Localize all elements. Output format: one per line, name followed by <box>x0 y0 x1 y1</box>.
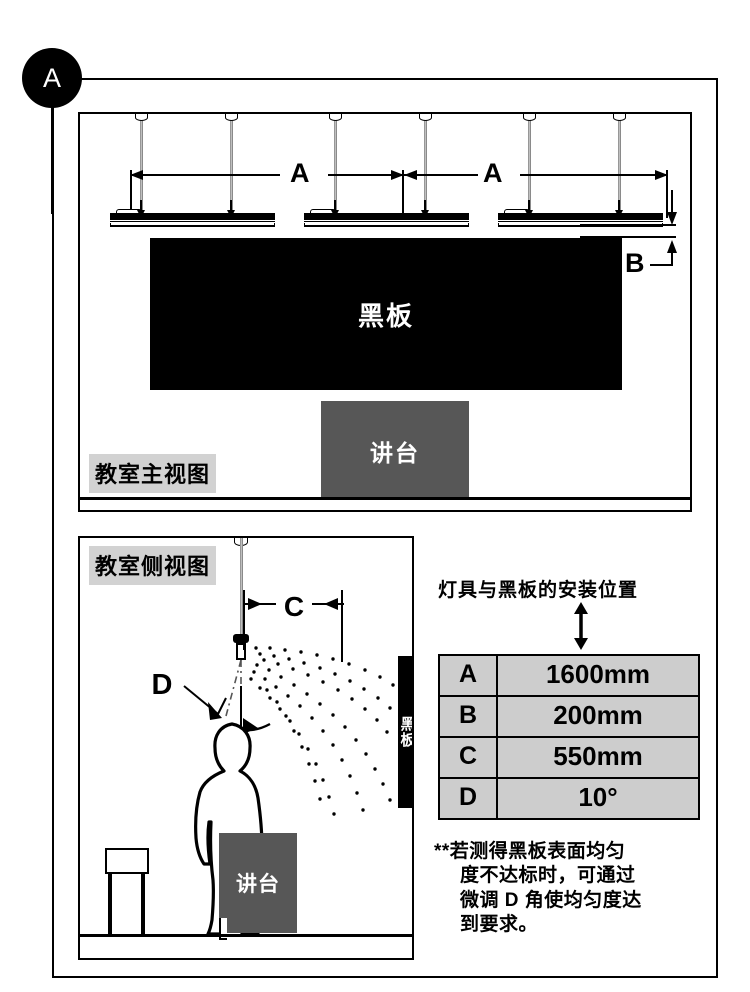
blackboard-side-label: 黑板 <box>398 716 414 748</box>
callout-badge-a: A <box>22 48 82 108</box>
dimension-extension-line <box>671 190 673 220</box>
fixture-hanger <box>615 200 623 218</box>
wire-ceiling-cap-icon <box>523 114 536 121</box>
student-desk <box>105 848 149 936</box>
fixture-middle <box>304 219 469 222</box>
footnote-line-1: **若测得黑板表面均匀 <box>434 841 626 862</box>
dimension-extension-line <box>130 170 132 218</box>
floor-line-front <box>80 497 690 500</box>
suspension-wire <box>528 114 531 218</box>
podium-front: 讲台 <box>321 401 469 500</box>
dimension-line-a2b <box>520 174 668 176</box>
dimension-b-lower-leader <box>580 236 676 238</box>
blackboard-front: 黑板 <box>150 238 622 390</box>
dimension-line-a2 <box>404 174 488 176</box>
side-view-tag: 教室侧视图 <box>89 546 217 585</box>
fixture-hanger <box>421 200 429 218</box>
footnote-note: **若测得黑板表面均匀 度不达标时，可通过 微调 D 角使均匀度达 到要求。 <box>434 840 706 937</box>
fixture-hanger <box>525 200 533 218</box>
suspension-wire <box>230 114 233 218</box>
dimension-label-b: B <box>620 250 650 277</box>
dimension-extension-line <box>666 170 668 218</box>
front-view-tag: 教室主视图 <box>89 454 217 493</box>
light-ray-pattern <box>249 646 395 816</box>
podium-front-label: 讲台 <box>370 439 420 466</box>
spec-value: 1600mm <box>496 654 700 697</box>
podium-side: 讲台 <box>219 833 297 933</box>
fixture-body <box>236 643 246 660</box>
podium-side-label: 讲台 <box>236 873 280 896</box>
blackboard-side: 黑板 <box>398 656 414 808</box>
suspension-wire <box>140 114 143 218</box>
light-fixture-side <box>233 634 249 660</box>
front-view-panel: A A <box>78 112 692 512</box>
table-row: B 200mm <box>438 695 700 738</box>
fixture-top <box>498 213 663 219</box>
wire-ceiling-cap-icon <box>135 114 148 121</box>
fixture-hanger <box>137 200 145 218</box>
footnote-line-4: 到要求。 <box>460 913 539 935</box>
spec-value: 200mm <box>496 695 700 738</box>
dimension-b-tick <box>650 264 673 266</box>
dimension-arrow-right <box>391 170 404 180</box>
spec-value: 10° <box>496 777 700 820</box>
callout-badge-label: A <box>42 62 61 93</box>
svg-text:C: C <box>284 591 304 622</box>
side-view-panel: C D 黑板 <box>78 536 414 960</box>
blackboard-front-label: 黑板 <box>357 300 414 331</box>
callout-leader-line <box>51 104 54 214</box>
fixture-bottom <box>304 223 469 227</box>
spec-table-body: A 1600mm B 200mm C 550mm D 10° <box>438 654 700 820</box>
spec-table-title: 灯具与黑板的安装位置 <box>438 580 639 601</box>
suspension-wire-side <box>240 538 243 636</box>
dimension-arrow-right <box>655 170 668 180</box>
table-row: C 550mm <box>438 736 700 779</box>
dimension-label-a2: A <box>478 160 508 187</box>
table-row: D 10° <box>438 777 700 820</box>
dimension-c-group: C <box>243 590 344 662</box>
dimension-label-a1: A <box>285 160 315 187</box>
dimension-extension-line <box>402 170 404 218</box>
podium-step <box>219 918 227 940</box>
table-row: A 1600mm <box>438 654 700 697</box>
desk-top <box>105 848 149 874</box>
svg-text:D: D <box>152 669 173 701</box>
dimension-arrow-left <box>130 170 143 180</box>
dimension-b-upper-leader <box>580 224 676 226</box>
desk-leg <box>108 874 112 936</box>
wire-ceiling-cap-icon <box>225 114 238 121</box>
dimension-line-a1b <box>328 174 404 176</box>
spec-key: B <box>438 695 498 738</box>
fixture-hanger <box>227 200 235 218</box>
light-fixture <box>110 209 275 227</box>
double-arrow-icon <box>574 602 588 650</box>
dimension-extension-line <box>671 250 673 266</box>
suspension-wire <box>334 114 337 218</box>
footnote-line-2: 度不达标时，可通过 <box>460 865 636 887</box>
fixture-top <box>110 213 275 219</box>
dimension-line-a1 <box>130 174 280 176</box>
spec-key: C <box>438 736 498 779</box>
suspension-wire <box>424 114 427 218</box>
wire-ceiling-cap-icon <box>329 114 342 121</box>
dimension-arrow-up <box>667 240 677 253</box>
dimension-arrow-down <box>667 212 677 225</box>
wire-ceiling-cap-icon <box>419 114 432 121</box>
fixture-middle <box>498 219 663 222</box>
floor-line-side <box>80 934 412 937</box>
footnote-line-3: 微调 D 角使均匀度达 <box>460 889 642 911</box>
suspension-wire <box>618 114 621 218</box>
desk-leg <box>141 874 145 936</box>
spec-value: 550mm <box>496 736 700 779</box>
fixture-middle <box>110 219 275 222</box>
fixture-hanger <box>331 200 339 218</box>
wire-ceiling-cap-icon <box>613 114 626 121</box>
spec-table: A 1600mm B 200mm C 550mm D 10° <box>438 654 700 820</box>
fixture-bottom <box>110 223 275 227</box>
fixture-top <box>304 213 469 219</box>
light-fixture <box>304 209 469 227</box>
spec-key: D <box>438 777 498 820</box>
fixture-head <box>233 634 249 643</box>
spec-key: A <box>438 654 498 697</box>
